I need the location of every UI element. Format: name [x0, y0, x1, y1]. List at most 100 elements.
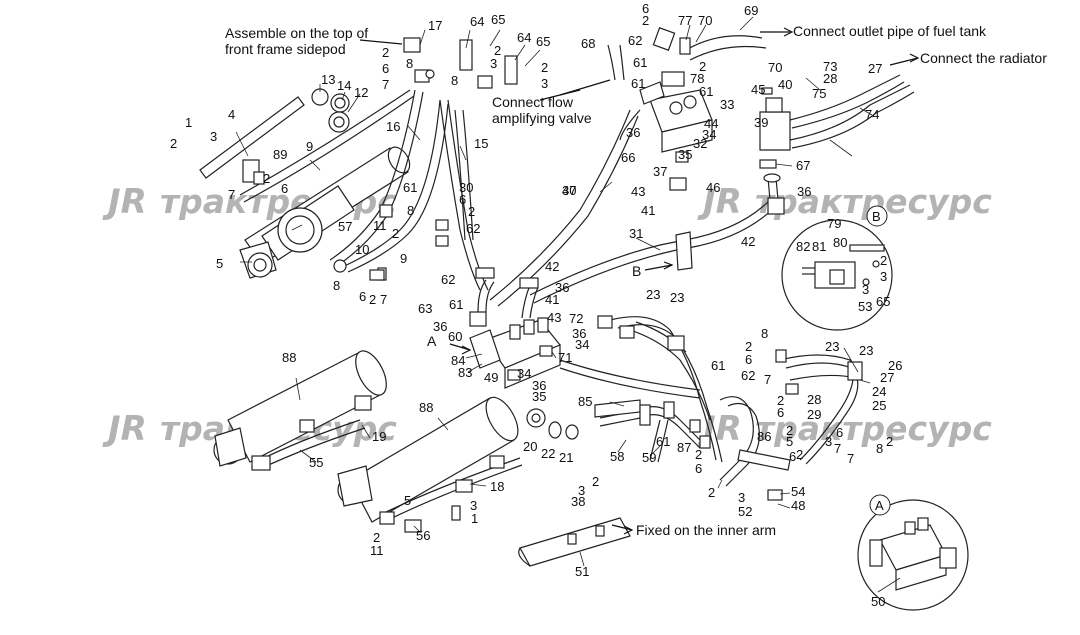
callout: 86 — [757, 429, 771, 444]
callout: 61 — [633, 55, 647, 70]
callout: 7 — [380, 292, 387, 307]
callout: 2 — [745, 339, 752, 354]
callout: 42 — [545, 259, 559, 274]
callout: 3 — [541, 76, 548, 91]
callout: 34 — [575, 337, 589, 352]
callout: 61 — [403, 180, 417, 195]
callout: 10 — [355, 242, 369, 257]
fuel-tank-pipes — [607, 27, 767, 81]
callout: 49 — [484, 370, 498, 385]
callout: 55 — [309, 455, 323, 470]
callout: 61 — [711, 358, 725, 373]
working-pipes-23 — [597, 315, 723, 463]
callout: 47 — [562, 183, 576, 198]
callout: 81 — [812, 239, 826, 254]
callout: 6 — [789, 449, 796, 464]
inner-arm-pipe — [518, 517, 631, 567]
callout: 8 — [761, 326, 768, 341]
callout: 75 — [812, 86, 826, 101]
callout: 24 — [872, 384, 886, 399]
callout: 2 — [541, 60, 548, 75]
callout: 2 — [468, 204, 475, 219]
callout: 6 — [281, 181, 288, 196]
callout: 8 — [451, 73, 458, 88]
note-radiator: Connect the radiator — [920, 50, 1047, 66]
callout: 2 — [642, 13, 649, 28]
note-fuel-tank: Connect outlet pipe of fuel tank — [793, 23, 987, 39]
notes: Assemble on the top of front frame sidep… — [225, 23, 1047, 538]
callout: 53 — [858, 299, 872, 314]
callout: 32 — [693, 136, 707, 151]
callout: 66 — [621, 150, 635, 165]
view-labels: A B — [427, 263, 641, 349]
callout: 15 — [474, 136, 488, 151]
callout-numbers: 17 64 65 2 3 64 65 2 3 6 2 77 70 69 68 6… — [170, 1, 902, 609]
callout: 77 — [678, 13, 692, 28]
watermark-text: трактресурс — [755, 409, 992, 448]
callout: 2 — [592, 474, 599, 489]
callout: 62 — [628, 33, 642, 48]
callout: 88 — [419, 400, 433, 415]
callout: 6 — [359, 289, 366, 304]
callout: 69 — [744, 3, 758, 18]
callout: 27 — [868, 61, 882, 76]
view-label-a: A — [427, 333, 437, 349]
callout: 6 — [777, 405, 784, 420]
callout: 23 — [859, 343, 873, 358]
callout: 22 — [541, 446, 555, 461]
callout: 6 — [695, 461, 702, 476]
callout: 50 — [871, 594, 885, 609]
view-label-b: B — [632, 263, 641, 279]
callout: 30 — [562, 183, 576, 198]
callout: 9 — [306, 139, 313, 154]
callout: 23 — [646, 287, 660, 302]
callout: 73 — [823, 59, 837, 74]
callout: 3 — [470, 498, 477, 513]
callout: 43 — [547, 310, 561, 325]
callout: 34 — [702, 127, 716, 142]
callout: 23 — [825, 339, 839, 354]
callout: 43 — [631, 184, 645, 199]
callout: 21 — [559, 450, 573, 465]
callout: 2 — [786, 423, 793, 438]
callout: 7 — [834, 441, 841, 456]
callout: 8 — [407, 203, 414, 218]
callout: 2 — [695, 447, 702, 462]
steering-cylinder-left — [199, 88, 415, 279]
callout: 70 — [768, 60, 782, 75]
callout: 51 — [575, 564, 589, 579]
callout: 63 — [418, 301, 432, 316]
callout: 2 — [880, 253, 887, 268]
callout: 62 — [441, 272, 455, 287]
watermark-logo: JR — [697, 182, 742, 222]
callout: 18 — [490, 479, 504, 494]
callout: 61 — [449, 297, 463, 312]
callout: 65 — [536, 34, 550, 49]
callout: 72 — [569, 311, 583, 326]
note-inner-arm: Fixed on the inner arm — [636, 522, 776, 538]
callout: 12 — [354, 85, 368, 100]
callout: 9 — [400, 251, 407, 266]
note-arrows — [359, 27, 920, 535]
callout: 56 — [416, 528, 430, 543]
callout: 41 — [545, 292, 559, 307]
callout: 37 — [653, 164, 667, 179]
callout: 28 — [807, 392, 821, 407]
callout: 58 — [610, 449, 624, 464]
callout: 8 — [406, 56, 413, 71]
callout: 1 — [185, 115, 192, 130]
callout: 3 — [880, 269, 887, 284]
note-flow-valve-2: amplifying valve — [492, 110, 592, 126]
callout: 3 — [862, 282, 869, 297]
callout: 74 — [865, 107, 879, 122]
callout: 70 — [698, 13, 712, 28]
callout: 2 — [777, 393, 784, 408]
callout: 79 — [827, 216, 841, 231]
callout: 42 — [741, 234, 755, 249]
note-assemble-top: Assemble on the top of — [225, 25, 368, 41]
callout: 16 — [386, 119, 400, 134]
callout: 27 — [880, 370, 894, 385]
callout: 52 — [738, 504, 752, 519]
callout: 6 — [459, 192, 466, 207]
